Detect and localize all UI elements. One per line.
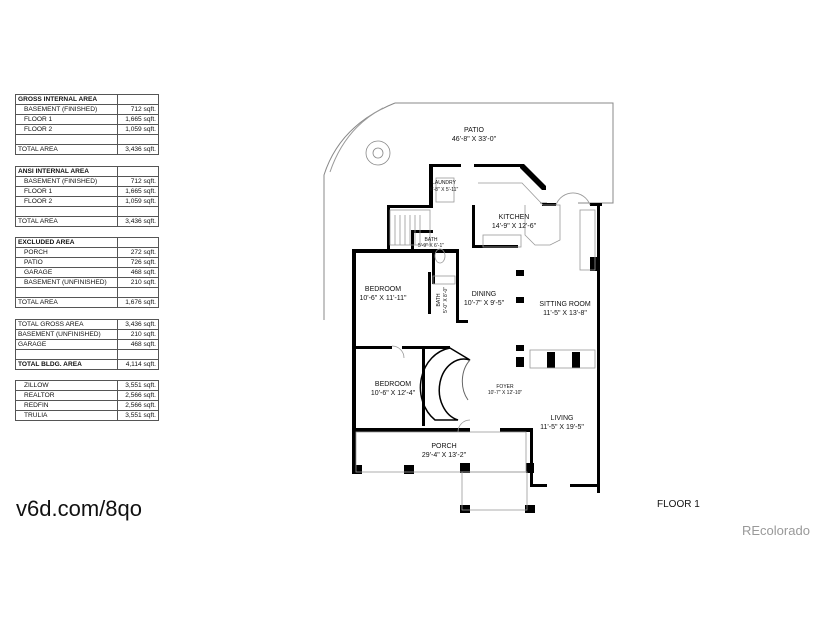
room-bath2-size: 5'-0" X 8'-0" [443, 287, 449, 313]
total-value: 3,436 sqft. [117, 144, 159, 155]
room-sitting-name: SITTING ROOM [539, 301, 591, 308]
gross-internal-area-table: GROSS INTERNAL AREA BASEMENT (FINISHED)7… [15, 94, 159, 155]
ansi-internal-area-table: ANSI INTERNAL AREA BASEMENT (FINISHED)71… [15, 166, 159, 227]
room-laundry-name: LAUNDRY [432, 180, 456, 186]
walls [352, 164, 602, 513]
room-bath2-name: BATH [436, 293, 442, 306]
total-value: 1,676 sqft. [117, 297, 159, 308]
spiral-staircase [419, 347, 471, 421]
room-kitchen-size: 14'-9" X 12'-6" [492, 223, 537, 230]
room-living-name: LIVING [551, 415, 574, 422]
room-laundry-size: 6'-8" X 5'-11" [430, 187, 459, 193]
room-dining-size: 10'-7" X 9'-5" [464, 300, 505, 307]
room-sitting-size: 11'-5" X 13'-8" [543, 310, 587, 317]
fixtures [355, 177, 596, 511]
room-dining-name: DINING [472, 291, 497, 298]
brand-watermark: REcolorado [742, 523, 810, 538]
room-foyer-name: FOYER [496, 384, 514, 390]
room-bedroom2-size: 10'-6" X 12'-4" [371, 390, 416, 397]
room-living-size: 11'-5" X 19'-5" [540, 424, 584, 431]
row-value: 3,551 sqft. [117, 410, 159, 421]
total-value: 3,436 sqft. [117, 216, 159, 227]
room-bedroom2-name: BEDROOM [375, 381, 411, 388]
room-bath1-name: BATH [425, 237, 438, 243]
fountain-icon [365, 140, 391, 166]
room-bath1-size: 5'-9" X 6'-1" [418, 243, 444, 249]
room-bedroom1-name: BEDROOM [365, 286, 401, 293]
patio-curve [329, 107, 384, 173]
room-patio-size: 46'-8" X 33'-0" [452, 136, 497, 143]
room-bedroom1-size: 10'-6" X 11'-11" [359, 295, 407, 302]
room-patio-name: PATIO [464, 127, 485, 134]
room-porch-size: 29'-4" X 13'-2" [422, 452, 467, 459]
total-value: 4,114 sqft. [117, 359, 159, 370]
room-porch-name: PORCH [431, 443, 456, 450]
floor-label: FLOOR 1 [657, 499, 700, 510]
room-kitchen-name: KITCHEN [499, 214, 530, 221]
room-foyer-size: 10'-7" X 12'-10" [488, 390, 523, 396]
tour-link[interactable]: v6d.com/8qo [16, 496, 142, 521]
